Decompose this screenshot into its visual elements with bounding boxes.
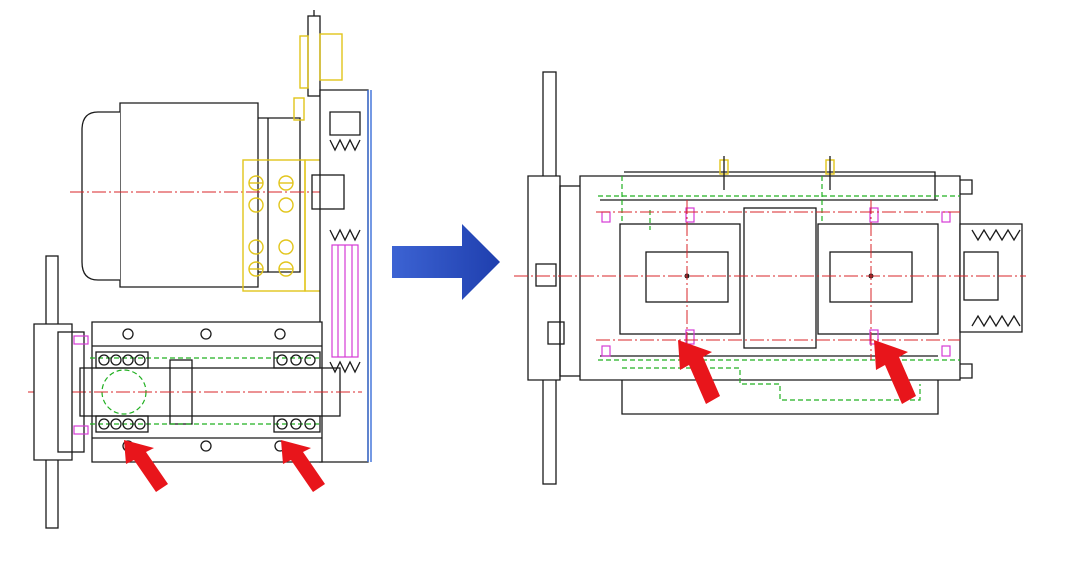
top-bolts [719, 156, 835, 190]
rear-pulley [959, 179, 1023, 379]
right-front-bearing-callout-arrow [678, 340, 720, 404]
right-spindle-drawing [514, 71, 1026, 485]
left-rear-bearing-callout-arrow [281, 440, 325, 492]
rear-bearing-set [273, 351, 321, 433]
front-bearing-set [95, 351, 149, 433]
right-wheel-flange [527, 71, 583, 485]
front-bearing-housing [619, 207, 741, 345]
left-spindle-drawing [28, 10, 372, 529]
pulley-housing [311, 89, 372, 463]
center-spacer [743, 207, 817, 349]
right-hidden-lines [598, 176, 960, 401]
right-rear-bearing-callout-arrow [874, 340, 916, 404]
rear-bearing-housing [817, 207, 939, 345]
belt-tensioner [293, 10, 343, 121]
motor [81, 102, 301, 288]
left-front-bearing-callout-arrow [124, 440, 168, 492]
transition-arrow [392, 224, 500, 300]
flange-bolt-group [242, 159, 324, 292]
front-wheel-flange [33, 255, 89, 529]
